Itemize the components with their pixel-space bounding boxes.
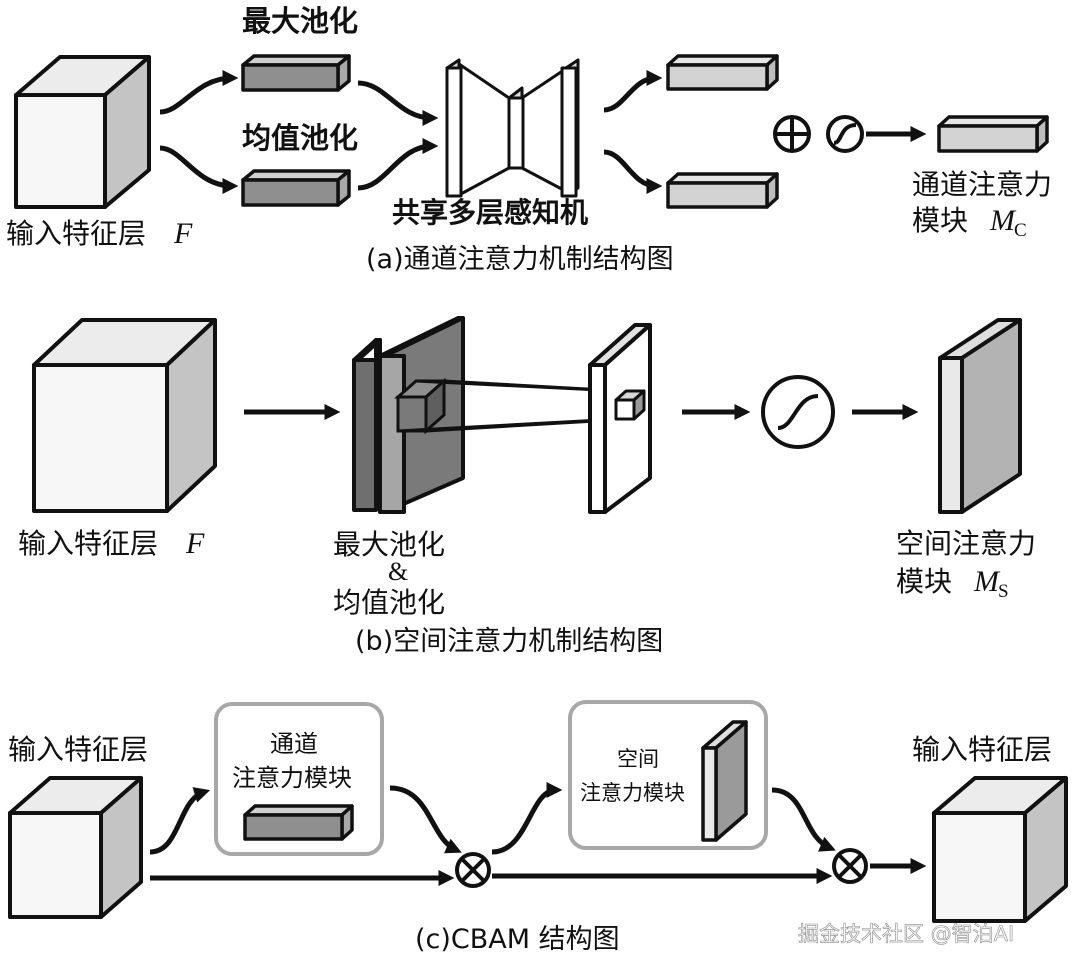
arrow-channel-module-to-multiply xyxy=(389,785,462,854)
sigmoid-icon-a xyxy=(826,115,864,153)
mlp-output-bar-top xyxy=(666,54,779,91)
mlp-output-bar-bottom xyxy=(666,172,779,209)
input-var-b: F xyxy=(185,527,205,560)
spatial-attention-module: 空间 注意力模块 xyxy=(568,700,768,850)
spatial-attention-output-plane xyxy=(938,318,1022,514)
conv-output-cell xyxy=(614,389,646,421)
channel-module-bar xyxy=(243,804,354,841)
channel-module-label-1: 通道 xyxy=(270,730,318,758)
input-var-a: F xyxy=(173,217,193,250)
channel-output-label-2: 模块 xyxy=(912,204,968,237)
channel-output-var: M xyxy=(989,204,1017,237)
shared-mlp-label: 共享多层感知机 xyxy=(392,196,588,229)
watermark: 掘金技术社区 @智泊AI xyxy=(798,922,1014,946)
pool-label-3: 均值池化 xyxy=(333,586,445,619)
multiply-icon-1 xyxy=(455,852,491,888)
caption-a: (a)通道注意力机制结构图 xyxy=(366,244,674,275)
arrow-mlp-to-top-bar xyxy=(603,70,663,113)
sigmoid-icon-b xyxy=(761,375,835,449)
pool-label-1: 最大池化 xyxy=(333,528,445,561)
caption-c: (c)CBAM 结构图 xyxy=(415,924,620,955)
panel-b-spatial-attention: 输入特征层 F xyxy=(18,316,1036,657)
cbam-input-label: 输入特征层 xyxy=(8,733,148,766)
arrow-spatial-module-to-multiply xyxy=(771,787,836,852)
arrow-to-max-pool xyxy=(159,70,239,115)
arrow-multiply-to-spatial-module xyxy=(491,782,563,855)
spatial-output-var: M xyxy=(973,565,1001,598)
input-feature-cube-b xyxy=(32,318,217,513)
arrow-mlp-to-bottom-bar xyxy=(603,149,663,194)
channel-module-label-2: 注意力模块 xyxy=(232,764,352,792)
panel-a-channel-attention: 输入特征层 F 最大池化 均值池化 xyxy=(6,4,1052,275)
spatial-module-label-1: 空间 xyxy=(617,747,659,771)
max-pool-label: 最大池化 xyxy=(242,4,358,38)
channel-output-label-1: 通道注意力 xyxy=(912,168,1052,201)
pool-label-2: & xyxy=(388,557,408,586)
spatial-output-label-1: 空间注意力 xyxy=(896,527,1036,560)
input-feature-cube-a xyxy=(14,55,151,209)
multiply-icon-2 xyxy=(832,848,868,884)
shared-mlp xyxy=(445,58,580,198)
spatial-module-label-2: 注意力模块 xyxy=(580,781,685,805)
sum-icon xyxy=(773,115,811,153)
max-pool-bar xyxy=(241,54,351,92)
arrow-input-to-channel-module xyxy=(149,787,211,855)
avg-pool-bar xyxy=(241,169,351,207)
spatial-output-label-2: 模块 xyxy=(896,565,952,598)
spatial-output-sub: S xyxy=(998,581,1009,602)
arrow-max-pool-to-mlp xyxy=(357,80,439,126)
arrow-to-avg-pool xyxy=(159,145,239,194)
cbam-output-cube xyxy=(932,776,1068,923)
channel-output-sub: C xyxy=(1014,220,1027,241)
cbam-input-cube xyxy=(8,776,143,919)
input-label-b: 输入特征层 xyxy=(18,527,158,560)
cbam-output-label: 输入特征层 xyxy=(912,733,1052,766)
input-label-a: 输入特征层 xyxy=(6,217,146,250)
spatial-module-plane xyxy=(701,720,748,842)
caption-b: (b)空间注意力机制结构图 xyxy=(355,626,663,657)
channel-attention-module: 通道 注意力模块 xyxy=(214,702,384,856)
panel-c-cbam: 输入特征层 通道 注意力模块 xyxy=(8,700,1068,955)
arrow-avg-pool-to-mlp xyxy=(357,138,439,191)
channel-attention-output-bar xyxy=(937,115,1049,153)
avg-pool-label: 均值池化 xyxy=(242,121,358,155)
